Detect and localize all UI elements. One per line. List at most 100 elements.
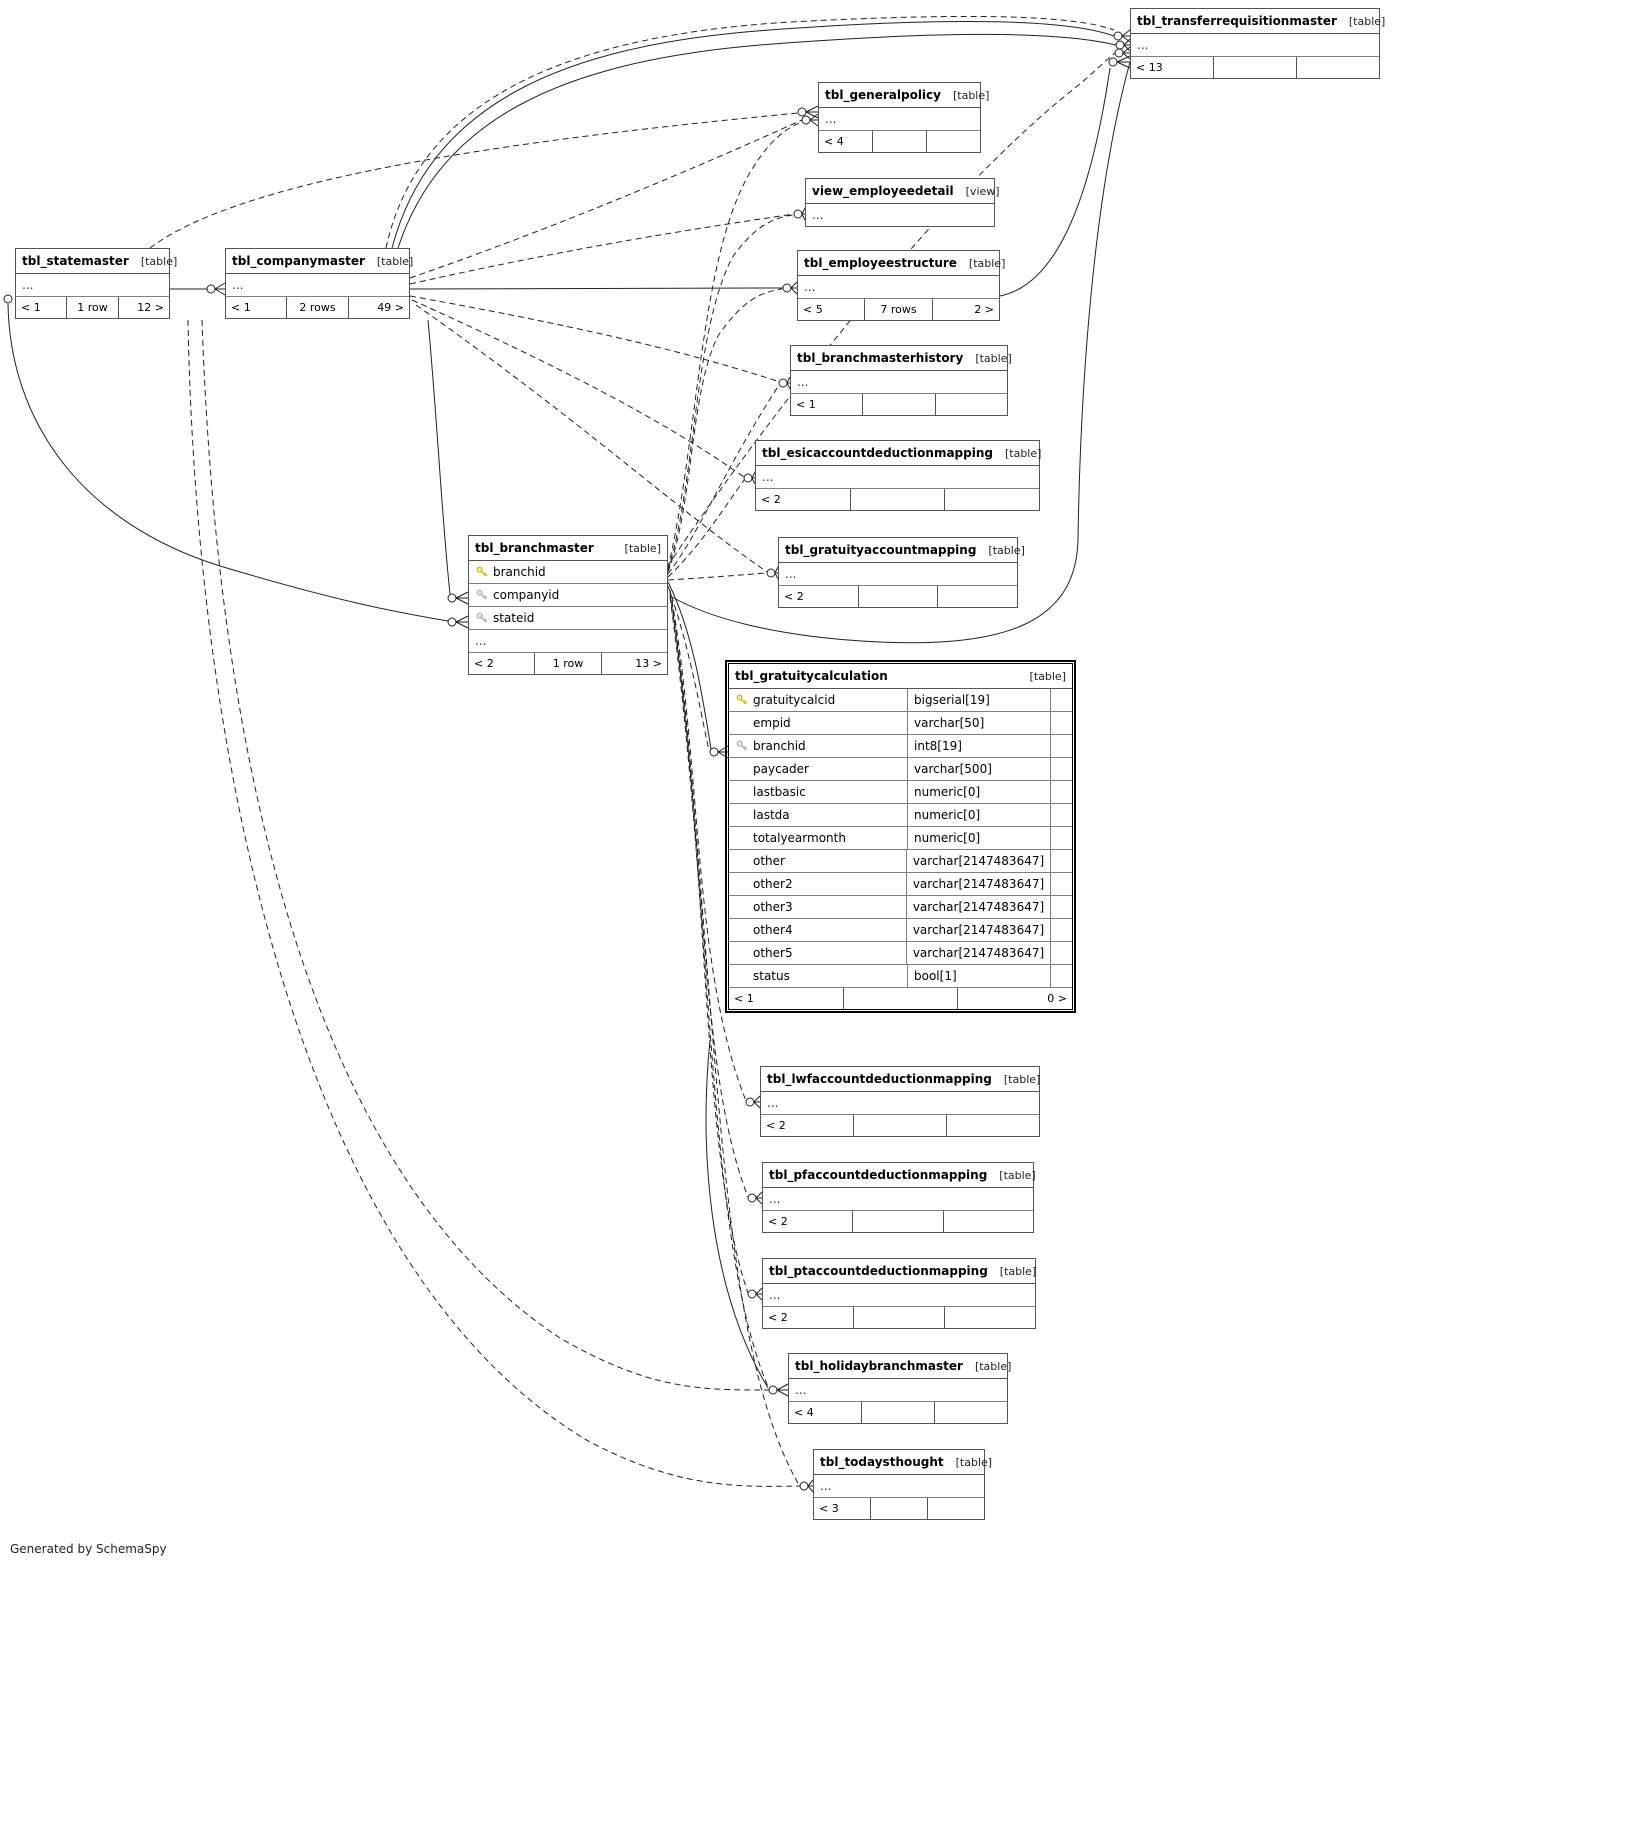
table-badge: [table] xyxy=(988,544,1025,557)
columns-ellipsis: ... xyxy=(763,1284,1035,1307)
footer-children-count: < 1 xyxy=(734,992,754,1005)
table-header[interactable]: tbl_holidaybranchmaster [table] xyxy=(789,1354,1011,1379)
column-row: branchid xyxy=(469,561,667,584)
footer-children-count: < 13 xyxy=(1136,61,1163,74)
table-badge: [table] xyxy=(999,1169,1036,1182)
column-type: numeric[0] xyxy=(907,781,1050,803)
footer-children-count: < 2 xyxy=(784,590,804,603)
table-name[interactable]: tbl_gratuitycalculation xyxy=(735,669,888,683)
table-name[interactable]: tbl_esicaccountdeductionmapping xyxy=(762,446,993,460)
table-node-view_employeedetail[interactable]: view_employeedetail [view] ... xyxy=(805,178,1000,227)
table-node-tbl_holidaybranchmaster[interactable]: tbl_holidaybranchmaster [table] ... < 4 xyxy=(788,1353,1011,1424)
column-row: lastda numeric[0] xyxy=(729,804,1072,827)
column-row: other4 varchar[2147483647] xyxy=(729,919,1072,942)
table-footer: < 2 xyxy=(763,1307,1035,1328)
table-header[interactable]: tbl_todaysthought [table] xyxy=(814,1450,992,1475)
table-node-tbl_todaysthought[interactable]: tbl_todaysthought [table] ... < 3 xyxy=(813,1449,992,1520)
table-header[interactable]: tbl_gratuityaccountmapping [table] xyxy=(779,538,1025,563)
table-header[interactable]: tbl_gratuitycalculation [table] xyxy=(729,664,1072,689)
table-node-tbl_lwfaccountdeductionmapping[interactable]: tbl_lwfaccountdeductionmapping [table] .… xyxy=(760,1066,1040,1137)
table-name[interactable]: tbl_generalpolicy xyxy=(825,88,941,102)
column-row: branchid int8[19] xyxy=(729,735,1072,758)
table-name[interactable]: tbl_branchmaster xyxy=(475,541,594,555)
table-node-tbl_branchmaster[interactable]: tbl_branchmaster [table] branchid compan… xyxy=(468,535,668,675)
table-header[interactable]: tbl_ptaccountdeductionmapping [table] xyxy=(763,1259,1036,1284)
table-header[interactable]: tbl_transferrequisitionmaster [table] xyxy=(1131,9,1385,34)
table-name[interactable]: tbl_ptaccountdeductionmapping xyxy=(769,1264,988,1278)
table-node-tbl_esicaccountdeductionmapping[interactable]: tbl_esicaccountdeductionmapping [table] … xyxy=(755,440,1041,511)
table-footer: < 2 xyxy=(779,586,1017,607)
footer-children-count: < 4 xyxy=(824,135,844,148)
footer-parents-count xyxy=(926,131,980,152)
table-header[interactable]: tbl_generalpolicy [table] xyxy=(819,83,989,108)
table-header[interactable]: tbl_statemaster [table] xyxy=(16,249,177,274)
table-header[interactable]: tbl_lwfaccountdeductionmapping [table] xyxy=(761,1067,1041,1092)
column-name: other5 xyxy=(753,946,793,960)
columns-ellipsis: ... xyxy=(763,1188,1033,1211)
table-name[interactable]: tbl_holidaybranchmaster xyxy=(795,1359,963,1373)
column-end-cell xyxy=(1050,781,1072,803)
table-name[interactable]: tbl_todaysthought xyxy=(820,1455,944,1469)
column-end-cell xyxy=(1050,804,1072,826)
column-row: status bool[1] xyxy=(729,965,1072,988)
table-name[interactable]: tbl_branchmasterhistory xyxy=(797,351,964,365)
footer-parents-count: 0 > xyxy=(957,988,1072,1009)
table-node-tbl_gratuityaccountmapping[interactable]: tbl_gratuityaccountmapping [table] ... <… xyxy=(778,537,1025,608)
column-type: varchar[2147483647] xyxy=(905,850,1050,872)
table-header[interactable]: view_employeedetail [view] xyxy=(806,179,1000,204)
column-type: varchar[2147483647] xyxy=(905,873,1050,895)
table-node-tbl_branchmasterhistory[interactable]: tbl_branchmasterhistory [table] ... < 1 xyxy=(790,345,1012,416)
table-badge: [table] xyxy=(1348,15,1386,28)
key-spacer xyxy=(735,855,748,868)
footer-children-count: < 2 xyxy=(761,493,781,506)
footer-row-count xyxy=(849,489,945,510)
column-row: empid varchar[50] xyxy=(729,712,1072,735)
table-footer: < 1 1 row 12 > xyxy=(16,297,169,318)
column-name: branchid xyxy=(753,739,806,753)
column-row: gratuitycalcid bigserial[19] xyxy=(729,689,1072,712)
table-name[interactable]: tbl_pfaccountdeductionmapping xyxy=(769,1168,988,1182)
table-node-tbl_ptaccountdeductionmapping[interactable]: tbl_ptaccountdeductionmapping [table] ..… xyxy=(762,1258,1036,1329)
table-badge: [table] xyxy=(624,542,661,555)
column-end-cell xyxy=(1050,735,1072,757)
footer-row-count: 1 row xyxy=(66,297,117,318)
table-node-tbl_statemaster[interactable]: tbl_statemaster [table] ... < 1 1 row 12… xyxy=(15,248,177,319)
table-header[interactable]: tbl_employeestructure [table] xyxy=(798,251,1005,276)
table-name[interactable]: tbl_employeestructure xyxy=(804,256,957,270)
table-name[interactable]: tbl_lwfaccountdeductionmapping xyxy=(767,1072,992,1086)
columns-ellipsis: ... xyxy=(761,1092,1039,1115)
column-end-cell xyxy=(1050,712,1072,734)
table-node-tbl_pfaccountdeductionmapping[interactable]: tbl_pfaccountdeductionmapping [table] ..… xyxy=(762,1162,1036,1233)
table-name[interactable]: tbl_transferrequisitionmaster xyxy=(1137,14,1337,28)
column-end-cell xyxy=(1050,873,1072,895)
table-node-tbl_companymaster[interactable]: tbl_companymaster [table] ... < 1 2 rows… xyxy=(225,248,413,319)
table-name[interactable]: tbl_statemaster xyxy=(22,254,129,268)
footer-parents-count xyxy=(934,1402,1007,1423)
table-header[interactable]: tbl_branchmaster [table] xyxy=(469,536,667,561)
key-spacer xyxy=(735,924,748,937)
footer-children-count: < 5 xyxy=(803,303,823,316)
columns-ellipsis: ... xyxy=(226,274,409,297)
footer-children-count: < 2 xyxy=(766,1119,786,1132)
table-node-tbl_generalpolicy[interactable]: tbl_generalpolicy [table] ... < 4 xyxy=(818,82,989,153)
table-node-tbl_transferrequisitionmaster[interactable]: tbl_transferrequisitionmaster [table] ..… xyxy=(1130,8,1385,79)
table-header[interactable]: tbl_pfaccountdeductionmapping [table] xyxy=(763,1163,1036,1188)
key-spacer xyxy=(735,786,748,799)
footer-parents-count: 49 > xyxy=(347,297,409,318)
table-node-tbl_employeestructure[interactable]: tbl_employeestructure [table] ... < 5 7 … xyxy=(797,250,1005,321)
table-header[interactable]: tbl_companymaster [table] xyxy=(226,249,413,274)
key-spacer xyxy=(735,970,748,983)
table-badge: [table] xyxy=(1003,1073,1041,1086)
table-header[interactable]: tbl_branchmasterhistory [table] xyxy=(791,346,1012,371)
table-name[interactable]: tbl_gratuityaccountmapping xyxy=(785,543,977,557)
table-header[interactable]: tbl_esicaccountdeductionmapping [table] xyxy=(756,441,1041,466)
column-name: totalyearmonth xyxy=(753,831,846,845)
table-node-tbl_gratuitycalculation[interactable]: tbl_gratuitycalculation [table] gratuity… xyxy=(725,660,1076,1013)
key-spacer xyxy=(735,717,748,730)
table-footer: < 2 xyxy=(761,1115,1039,1136)
table-name[interactable]: tbl_companymaster xyxy=(232,254,365,268)
table-name[interactable]: view_employeedetail xyxy=(812,184,954,198)
footer-parents-count: 12 > xyxy=(117,297,169,318)
table-footer: < 13 xyxy=(1131,57,1379,78)
